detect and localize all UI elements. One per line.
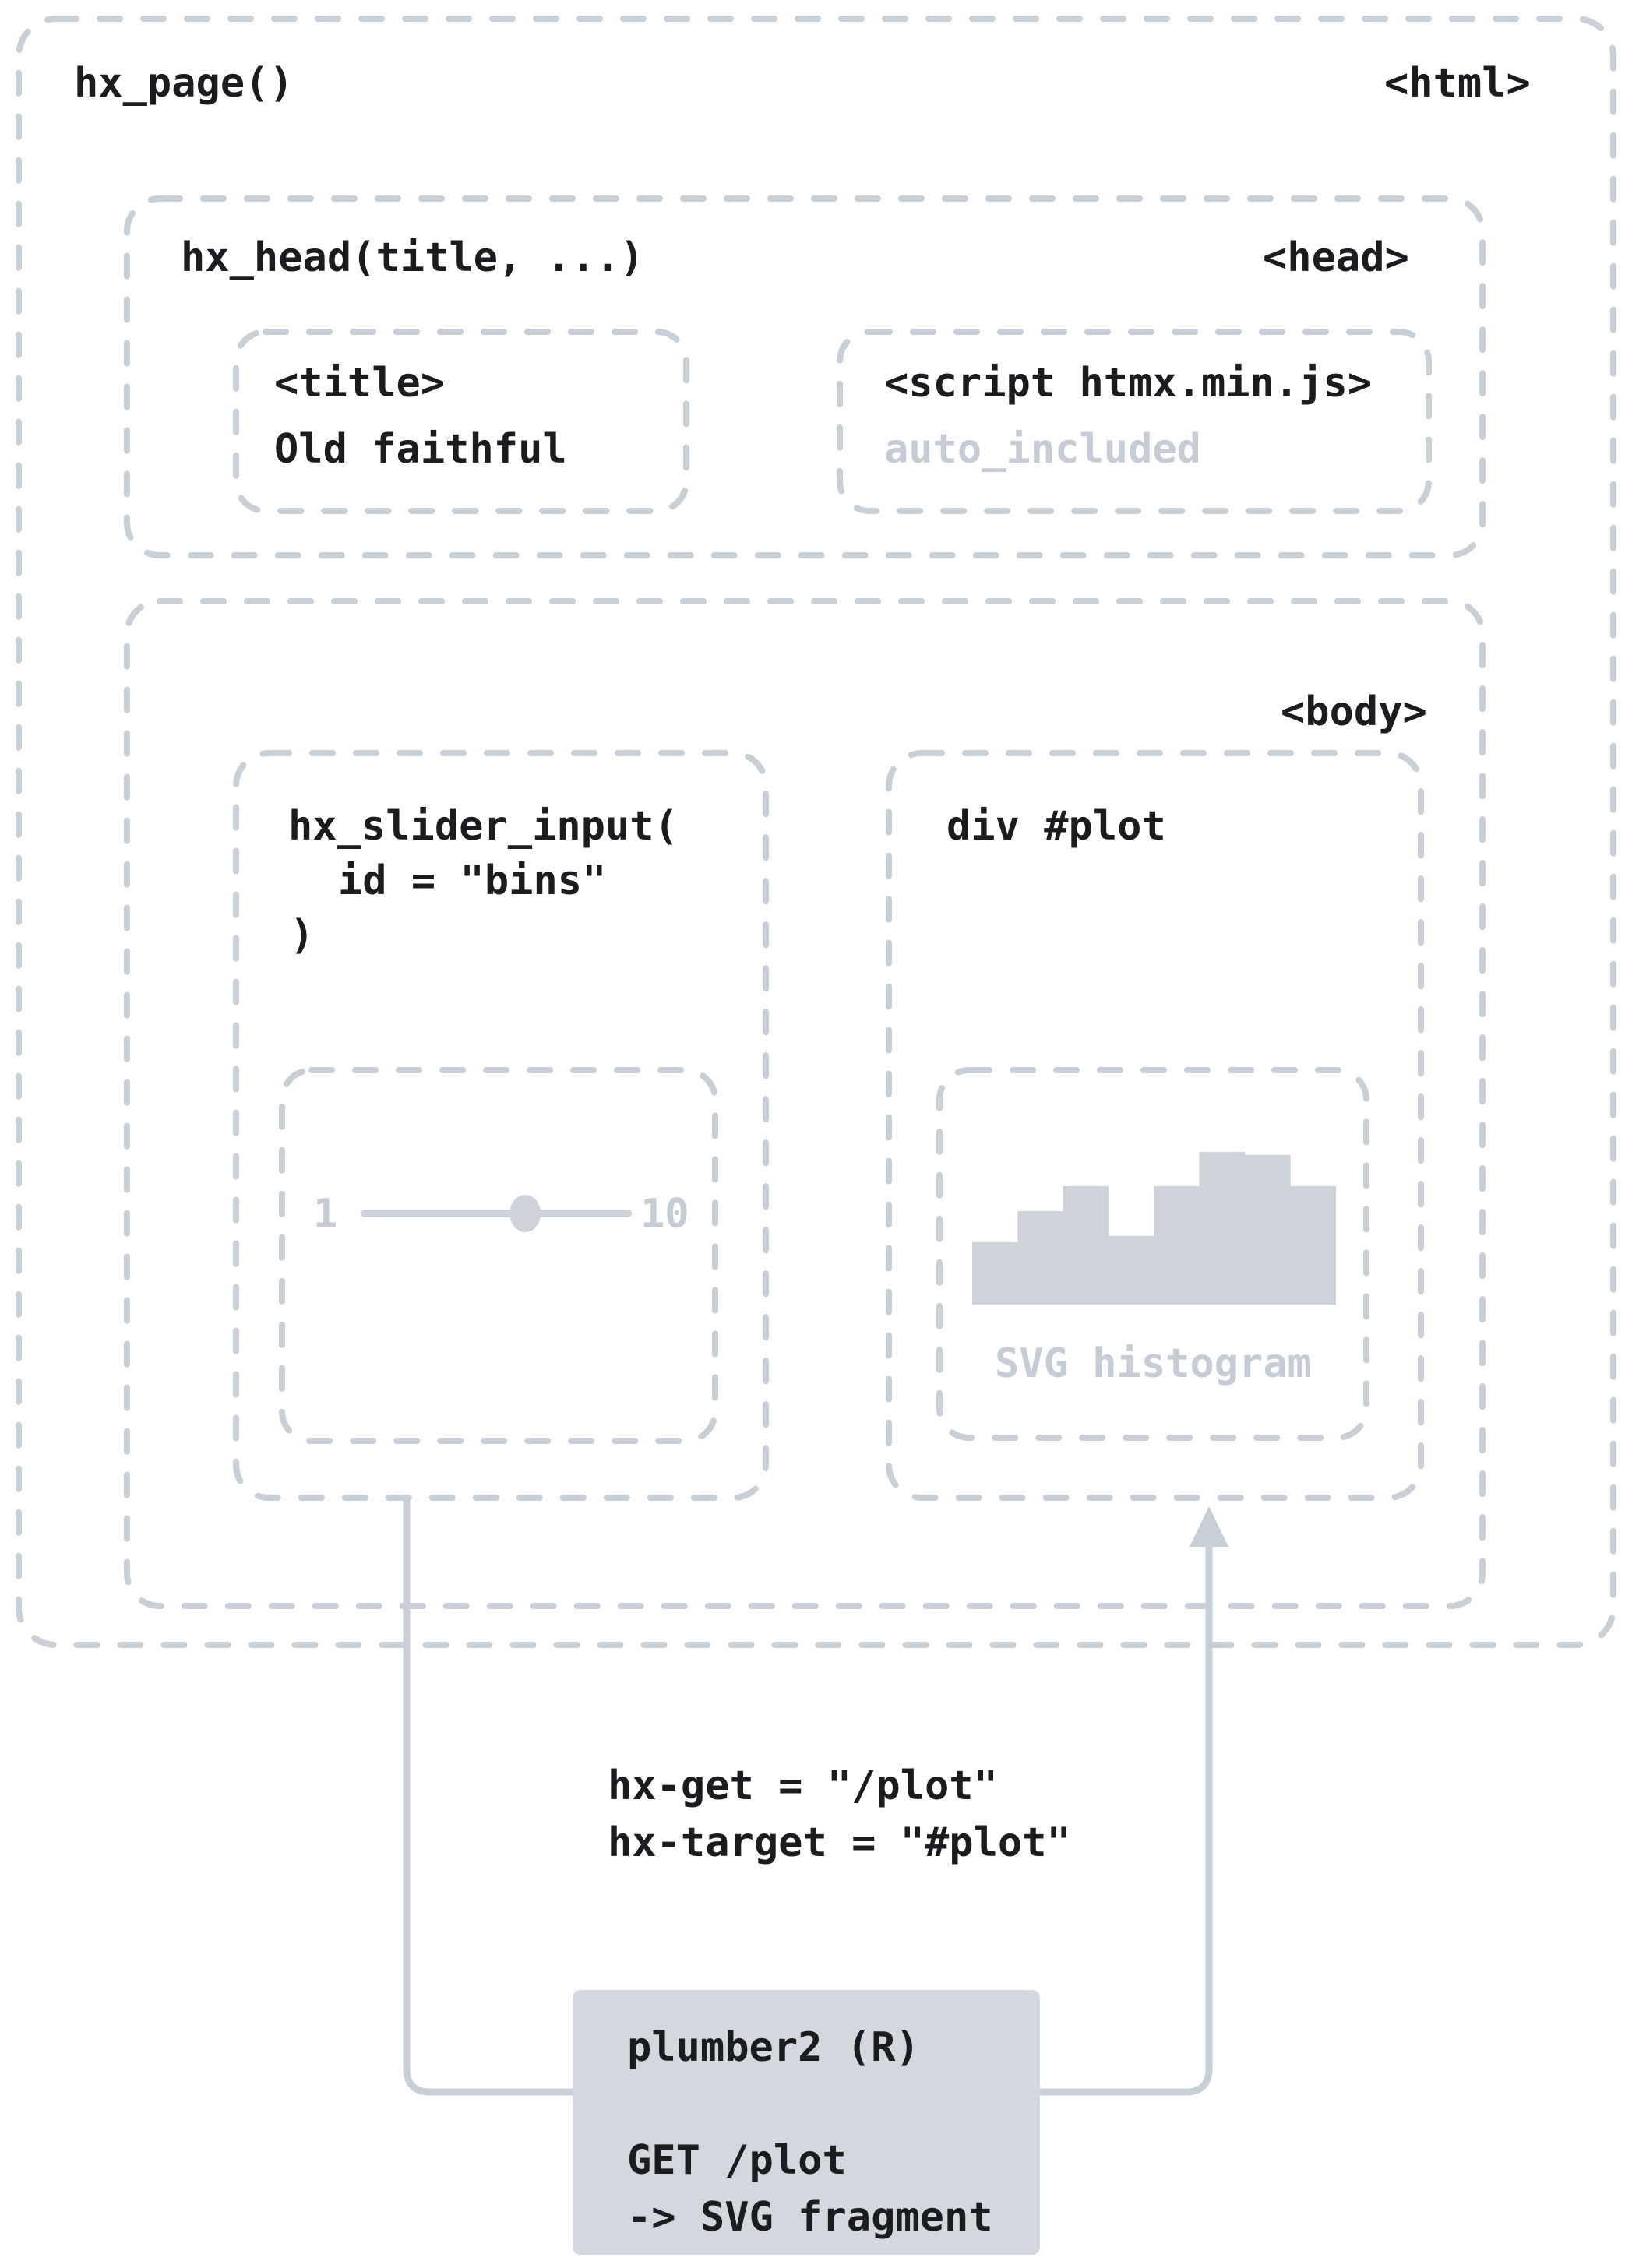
slider-fn-line3: ) (290, 912, 315, 959)
hx-target-label: hx-target = "#plot" (608, 1819, 1071, 1866)
body-tag-label: <body> (1281, 688, 1427, 735)
plot-box-border (886, 750, 1424, 1501)
plot-label: div #plot (946, 803, 1166, 850)
histogram-bars (972, 1152, 1336, 1305)
arrow-up-icon (1190, 1506, 1228, 1547)
histogram-bar (1154, 1186, 1200, 1305)
histogram-bar (1063, 1186, 1109, 1305)
histogram-bar (1290, 1186, 1336, 1305)
slider-knob (509, 1195, 541, 1232)
server-route-line1: GET /plot (627, 2137, 847, 2184)
head-box-border (124, 195, 1486, 558)
slider-widget-box-border (279, 1067, 718, 1444)
histogram-box-border (936, 1067, 1369, 1441)
histogram-bar (1017, 1211, 1064, 1305)
slider-fn-line2: id = "bins" (338, 858, 607, 904)
script-note-label: auto_included (884, 426, 1201, 473)
head-tag-label: <head> (1263, 234, 1409, 281)
html-tag-label: <html> (1384, 60, 1531, 107)
histogram-bar (1108, 1236, 1154, 1305)
slider-fn-line1: hx_slider_input( (288, 803, 679, 850)
page-fn-label: hx_page() (74, 60, 294, 107)
plot-caption: SVG histogram (995, 1340, 1312, 1387)
histogram-bar (1199, 1152, 1246, 1305)
title-box-border (233, 329, 689, 514)
hx-get-label: hx-get = "/plot" (608, 1763, 998, 1809)
histogram-bar (972, 1242, 1018, 1305)
slider-max-label: 10 (640, 1191, 689, 1238)
script-box-border (837, 329, 1432, 514)
server-box: plumber2 (R) GET /plot -> SVG fragment (573, 1990, 1040, 2255)
script-tag-label: <script htmx.min.js> (884, 360, 1373, 407)
server-route-line2: -> SVG fragment (627, 2194, 993, 2241)
slider-fn-box-border (233, 750, 769, 1501)
histogram-bar (1244, 1155, 1291, 1305)
slider-min-label: 1 (313, 1191, 338, 1238)
body-box-border (124, 598, 1486, 1609)
title-tag-label: <title> (274, 360, 446, 407)
server-title: plumber2 (R) (627, 2024, 920, 2071)
title-value-label: Old faithful (274, 426, 567, 473)
html-box-border (16, 16, 1616, 1648)
slider-widget (361, 1195, 632, 1232)
head-fn-label: hx_head(title, ...) (181, 234, 644, 281)
dashed-boxes (16, 16, 1616, 1648)
